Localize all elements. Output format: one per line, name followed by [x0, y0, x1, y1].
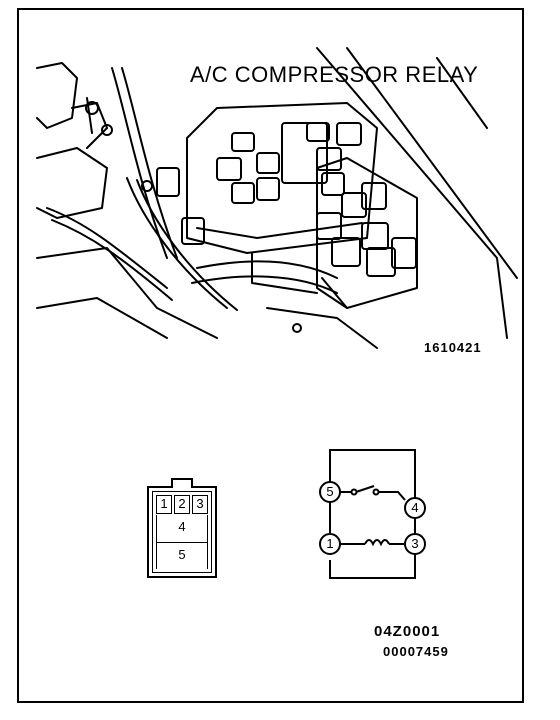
terminal-3-circle [404, 533, 426, 555]
terminal-3-label: 3 [411, 536, 419, 551]
diagram-code: 04Z0001 [374, 623, 441, 640]
connector-pin-3: 3 [192, 495, 208, 514]
diagram-title: A/C COMPRESSOR RELAY [190, 62, 479, 87]
document-number: 00007459 [383, 644, 449, 659]
relay-schematic [319, 449, 426, 579]
connector-pin-4: 4 [156, 515, 208, 543]
terminal-1-label: 1 [326, 536, 334, 551]
terminal-4-circle [404, 497, 426, 519]
terminal-4-label: 4 [411, 500, 419, 515]
terminal-5-circle [319, 481, 341, 503]
connector-pin-5: 5 [156, 543, 208, 569]
engine-bay-illustration [36, 47, 518, 349]
page-frame [17, 8, 524, 703]
relay-connector-face: 1 2 3 4 5 [147, 478, 217, 578]
connector-latch [171, 478, 193, 488]
terminal-5-label: 5 [326, 484, 334, 499]
connector-pin-1: 1 [156, 495, 172, 514]
connector-pin-2: 2 [174, 495, 190, 514]
connector-inner-wall [152, 491, 212, 573]
terminal-1-circle [319, 533, 341, 555]
figure-id: 1610421 [424, 340, 482, 355]
